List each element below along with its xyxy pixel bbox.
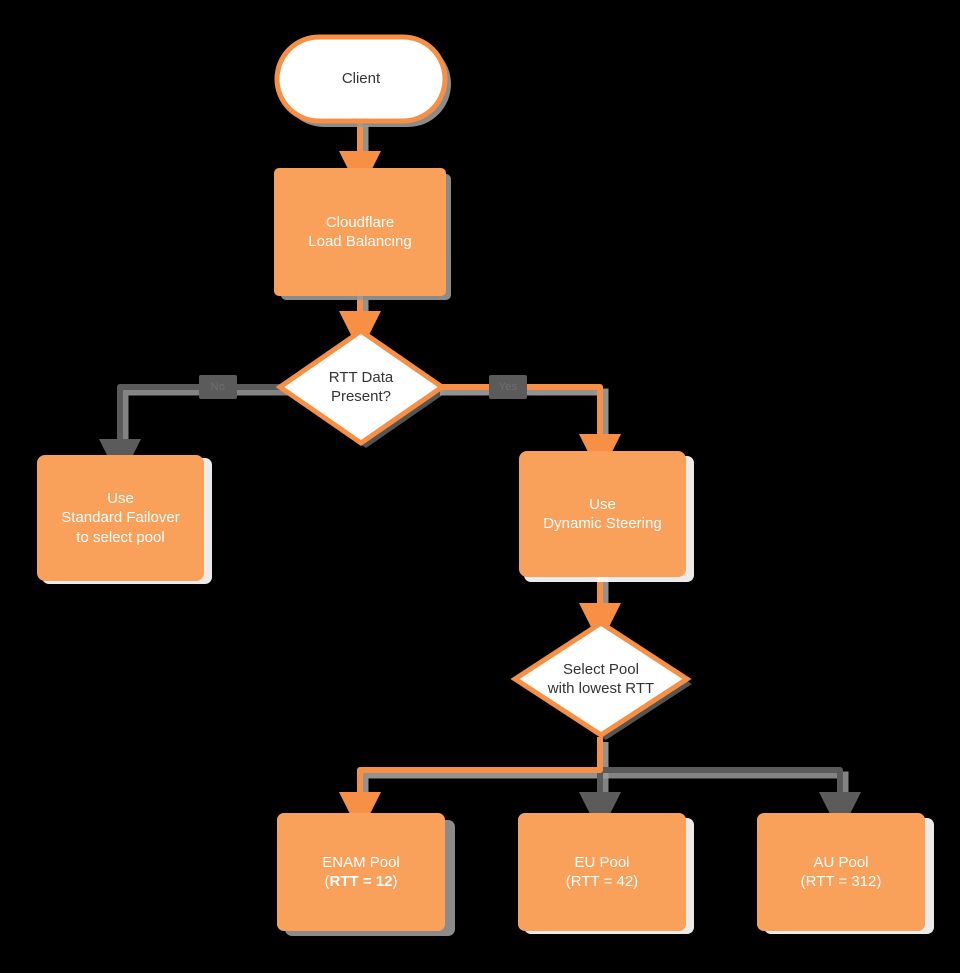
edge-select-au xyxy=(600,767,861,834)
edge-label-yes-text: Yes xyxy=(498,381,518,393)
node-cloudflare-load-balancing[interactable] xyxy=(274,168,446,296)
node-rtt-data-present-decision[interactable] xyxy=(275,327,447,447)
edge-label-no-text: No xyxy=(210,381,226,393)
node-client[interactable] xyxy=(274,34,448,124)
node-eu-pool[interactable] xyxy=(518,813,686,931)
edge-label-yes: Yes xyxy=(489,375,527,399)
node-select-pool-decision[interactable] xyxy=(510,620,692,738)
node-dynamic-steering[interactable] xyxy=(519,451,686,577)
node-standard-failover[interactable] xyxy=(37,455,204,581)
node-enam-pool[interactable] xyxy=(277,813,445,931)
edge-label-no: No xyxy=(199,375,237,399)
edge-select-enam xyxy=(339,737,603,834)
node-au-pool[interactable] xyxy=(757,813,925,931)
